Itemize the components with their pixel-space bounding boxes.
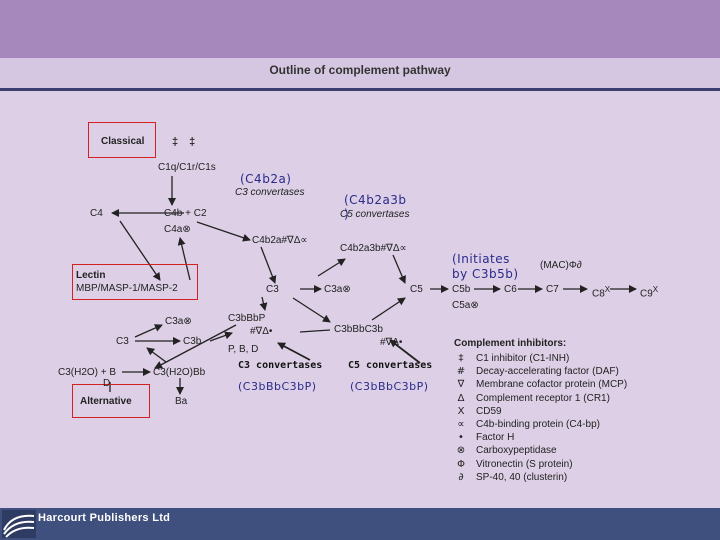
inhibitor-name: SP-40, 40 (clusterin) [476, 471, 568, 483]
inhibitor-symbol: X [457, 405, 465, 417]
inhibitor-symbol: • [458, 432, 464, 444]
arrow-c3bbbc3b-to-c5 [371, 297, 406, 321]
p-b-d: P, B, D [228, 344, 259, 355]
c7: C7 [546, 284, 559, 295]
arrow-c4-to-lectin [119, 220, 161, 281]
lectin-label: Lectin [76, 270, 106, 281]
inhibitor-name: Complement receptor 1 (CR1) [476, 392, 610, 404]
c8-inhibitor-mark: X [604, 285, 611, 294]
c4b2a3b: C4b2a3b#∇Δ∝ [340, 243, 407, 254]
c3b: C3b [183, 336, 202, 347]
alternative-label: Alternative [80, 396, 132, 407]
header-divider [0, 88, 720, 91]
inhibitor-symbol: ⊗ [456, 445, 466, 457]
inhibitor-name: Vitronectin (S protein) [476, 458, 573, 470]
c3bbbp: C3bBbP [228, 313, 266, 324]
inhibitor-name: Carboxypeptidase [476, 445, 557, 457]
c3a-mid: C3a⊗ [324, 284, 351, 295]
c5a: C5a⊗ [452, 300, 479, 311]
inhibitor-symbol: ∝ [457, 419, 465, 430]
c4b2a: C4b2a#∇Δ∝ [252, 235, 308, 246]
arrow-c3h2obb-to-c3 [146, 347, 167, 363]
c3bbbc3b-marks: #∇Δ• [380, 337, 403, 348]
handwritten-initiates: (Initiates [452, 252, 510, 266]
inhibitor-symbol: ∇ [457, 379, 465, 391]
typed-c5-convertases: C5 convertases [348, 360, 433, 371]
alternative-box [72, 384, 150, 418]
inhibitor-symbol: Δ [457, 392, 465, 404]
typed-c3-convertases: C3 convertases [238, 360, 323, 371]
page-title: Outline of complement pathway [269, 63, 451, 77]
c3: C3 [266, 284, 279, 295]
harcourt-wave-logo-icon [2, 510, 36, 538]
inhibitor-name: Decay-accelerating factor (DAF) [476, 366, 619, 378]
c5-convertases-label: C5 convertases [340, 209, 410, 220]
c4b-plus-c2: C4b + C2 [164, 208, 207, 219]
annotation-arrow-c3conv [277, 342, 311, 361]
c8-label: C8 [592, 288, 605, 300]
mac: (MAC)Φ∂ [540, 260, 582, 271]
arrow-c4b2a-to-c3 [260, 246, 277, 284]
ba: Ba [175, 396, 188, 407]
c3h2o-plus-b: C3(H2O) + B [58, 367, 117, 378]
inhibitors-title: Complement inhibitors: [454, 338, 567, 349]
footer-band [0, 508, 720, 540]
arrow-to-c4b2a [196, 221, 251, 242]
inhibitor-symbol: Φ [457, 458, 465, 470]
handwritten-c3bbbc3bp-right: (C3bBbC3bP) [350, 380, 429, 393]
arrow-c3-down [259, 296, 268, 311]
inhibitor-symbol: ∂ [458, 471, 464, 483]
c3-convertases-label: C3 convertases [235, 187, 305, 198]
c6: C6 [504, 284, 517, 295]
arrow-c3b-to-c3bbbp [209, 331, 233, 342]
c3-left: C3 [116, 336, 129, 347]
handwritten-by-c3b5b: by C3b5b) [452, 267, 519, 281]
factor-d: D [103, 378, 111, 389]
c9-label: C9 [640, 288, 653, 300]
inhibitor-name: Factor H [476, 432, 515, 444]
inhibitor-symbol: # [456, 366, 466, 378]
c4: C4 [90, 208, 103, 219]
arrow-to-c3h2obb [154, 324, 237, 369]
annotation-arrow-c5conv [389, 339, 421, 364]
c3a-left: C3a⊗ [165, 316, 192, 327]
arrow-c3-to-c3a [134, 324, 163, 338]
arrow-lectin-up [177, 237, 191, 281]
c8: C8X [592, 284, 610, 300]
lectin-subtitle: MBP/MASP-1/MASP-2 [76, 283, 178, 294]
lectin-box [72, 264, 198, 300]
inhibitor-name: CD59 [476, 405, 502, 417]
inhibitor-name: Membrane cofactor protein (MCP) [476, 379, 628, 391]
classical-box [88, 122, 156, 158]
c3bbbc3b: C3bBbC3b [334, 324, 383, 335]
handwritten-c3bbbc3bp-left: (C3bBbC3bP) [238, 380, 317, 393]
arrow-c4b2a3b-to-c5 [392, 254, 406, 284]
title-band [0, 58, 720, 88]
classical-label: Classical [101, 136, 145, 147]
handwritten-c4b2a: (C4b2a) [240, 172, 292, 186]
footer-publisher: Harcourt Publishers Ltd [38, 512, 171, 524]
inhibitor-symbol: ‡ [458, 353, 464, 364]
arrow-c3-to-c3bbbc3b [292, 297, 331, 323]
c3h2o-bb: C3(H2O)Bb [153, 367, 206, 378]
c4a: C4a⊗ [164, 224, 191, 235]
classical-inhibitor-marks: ‡ ‡ [172, 136, 200, 148]
c1q-c1r-c1s: C1q/C1r/C1s [158, 162, 216, 173]
handwritten-c4b2a3b: (C4b2a3b [344, 193, 407, 207]
c3bbbp-marks: #∇Δ• [250, 326, 273, 337]
arrow-c3-to-c4b2a3b [317, 258, 346, 277]
arrow-c3bbbc3b-link [299, 329, 331, 333]
inhibitor-name: C1 inhibitor (C1-INH) [476, 353, 570, 364]
c9: C9X [640, 284, 658, 300]
c5b: C5b [452, 284, 471, 295]
handwritten-c4b2a3b-close: ) [344, 207, 350, 221]
inhibitor-name: C4b-binding protein (C4-bp) [476, 419, 600, 430]
c5: C5 [410, 284, 423, 295]
c9-inhibitor-mark: X [652, 285, 659, 294]
